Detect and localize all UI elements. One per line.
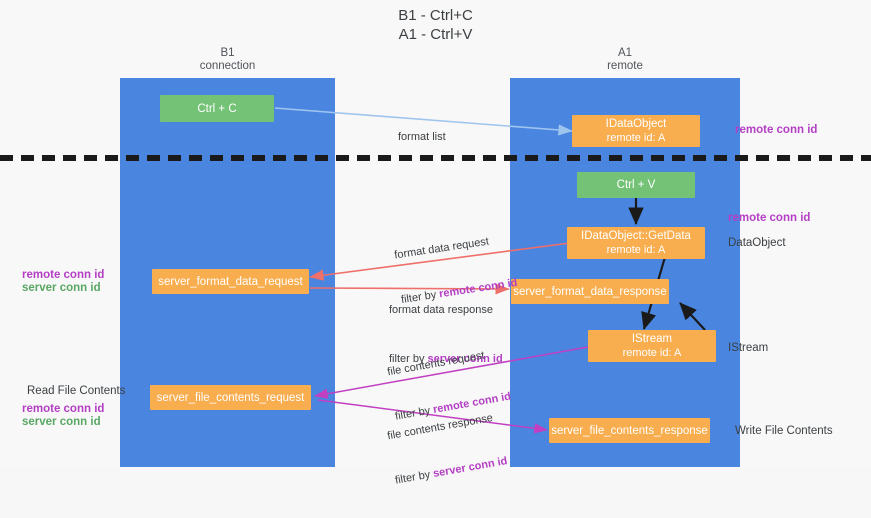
node-istream[interactable]: IStream remote id: A: [588, 330, 716, 362]
page-title: B1 - Ctrl+C A1 - Ctrl+V: [398, 7, 473, 43]
column-header-a1: A1 remote: [607, 47, 643, 72]
node-idataobject-getdata[interactable]: IDataObject::GetData remote id: A: [567, 227, 705, 259]
diagram-canvas: B1 - Ctrl+C A1 - Ctrl+V B1 connection A1…: [0, 7, 871, 487]
node-server-file-contents-request[interactable]: server_file_contents_request: [150, 385, 311, 410]
annotation-left-remote-conn-id-2: remote conn id: [22, 403, 105, 415]
edge-label-file-contents-request-line1: file contents request: [386, 349, 486, 379]
node-ctrl-v-label: Ctrl + V: [616, 179, 656, 191]
node-server-file-contents-response[interactable]: server_file_contents_response: [549, 418, 710, 443]
edge-label-file-contents-response-line1: file contents response: [386, 411, 494, 443]
node-istream-line2: remote id: A: [622, 347, 682, 359]
annotation-left-server-conn-id-1: server conn id: [22, 282, 101, 294]
annotation-dataobject: DataObject: [728, 237, 786, 249]
annotation-left-server-conn-id-2: server conn id: [22, 416, 101, 428]
edge-label-format-list: format list: [398, 100, 446, 175]
node-getdata-line1: IDataObject::GetData: [581, 230, 691, 242]
edge-label-format-data-request-line1: format data request: [393, 235, 490, 262]
node-idataobject-line1: IDataObject: [605, 118, 667, 130]
annotation-right-remote-conn-id-2: remote conn id: [728, 212, 811, 224]
edge-label-file-contents-response: file contents response filter by server …: [381, 380, 514, 518]
edge-label-format-data-response: format data response filter by server co…: [389, 273, 503, 397]
filter-key-server-conn-id-2: server conn id: [432, 455, 509, 480]
node-server-format-data-request-label: server_format_data_request: [158, 275, 303, 288]
filter-by-prefix-2: filter by: [389, 353, 428, 365]
annotation-right-remote-conn-id-1: remote conn id: [735, 124, 818, 136]
node-server-format-data-response-label: server_format_data_response: [513, 285, 667, 298]
filter-key-server-conn-id: server conn id: [427, 353, 503, 365]
node-getdata-line2: remote id: A: [606, 244, 666, 256]
annotation-left-remote-conn-id-1: remote conn id: [22, 269, 105, 281]
annotation-istream: IStream: [728, 342, 769, 354]
node-server-file-contents-response-label: server_file_contents_response: [551, 424, 708, 437]
node-server-format-data-request[interactable]: server_format_data_request: [152, 269, 309, 294]
node-server-format-data-response[interactable]: server_format_data_response: [511, 279, 669, 304]
edge-label-format-data-response-line1: format data response: [389, 304, 493, 316]
annotation-write-file-contents: Write File Contents: [735, 425, 833, 437]
node-idataobject[interactable]: IDataObject remote id: A: [572, 115, 700, 147]
node-ctrl-c-label: Ctrl + C: [197, 102, 237, 115]
node-server-file-contents-request-label: server_file_contents_request: [156, 391, 305, 404]
edge-label-format-list-line1: format list: [398, 131, 446, 143]
filter-by-prefix-4: filter by: [394, 468, 435, 487]
edge-label-format-data-response-line2: filter by server conn id: [389, 352, 503, 367]
node-idataobject-line2: remote id: A: [606, 132, 666, 144]
column-header-b1: B1 connection: [199, 47, 256, 72]
node-istream-line1: IStream: [631, 333, 673, 345]
annotation-read-file-contents: Read File Contents: [27, 385, 126, 397]
section-divider: [0, 155, 871, 161]
edge-label-file-contents-response-line2: filter by server conn id: [394, 454, 509, 489]
node-ctrl-v[interactable]: Ctrl + V: [577, 172, 695, 198]
node-ctrl-c[interactable]: Ctrl + C: [160, 95, 274, 122]
